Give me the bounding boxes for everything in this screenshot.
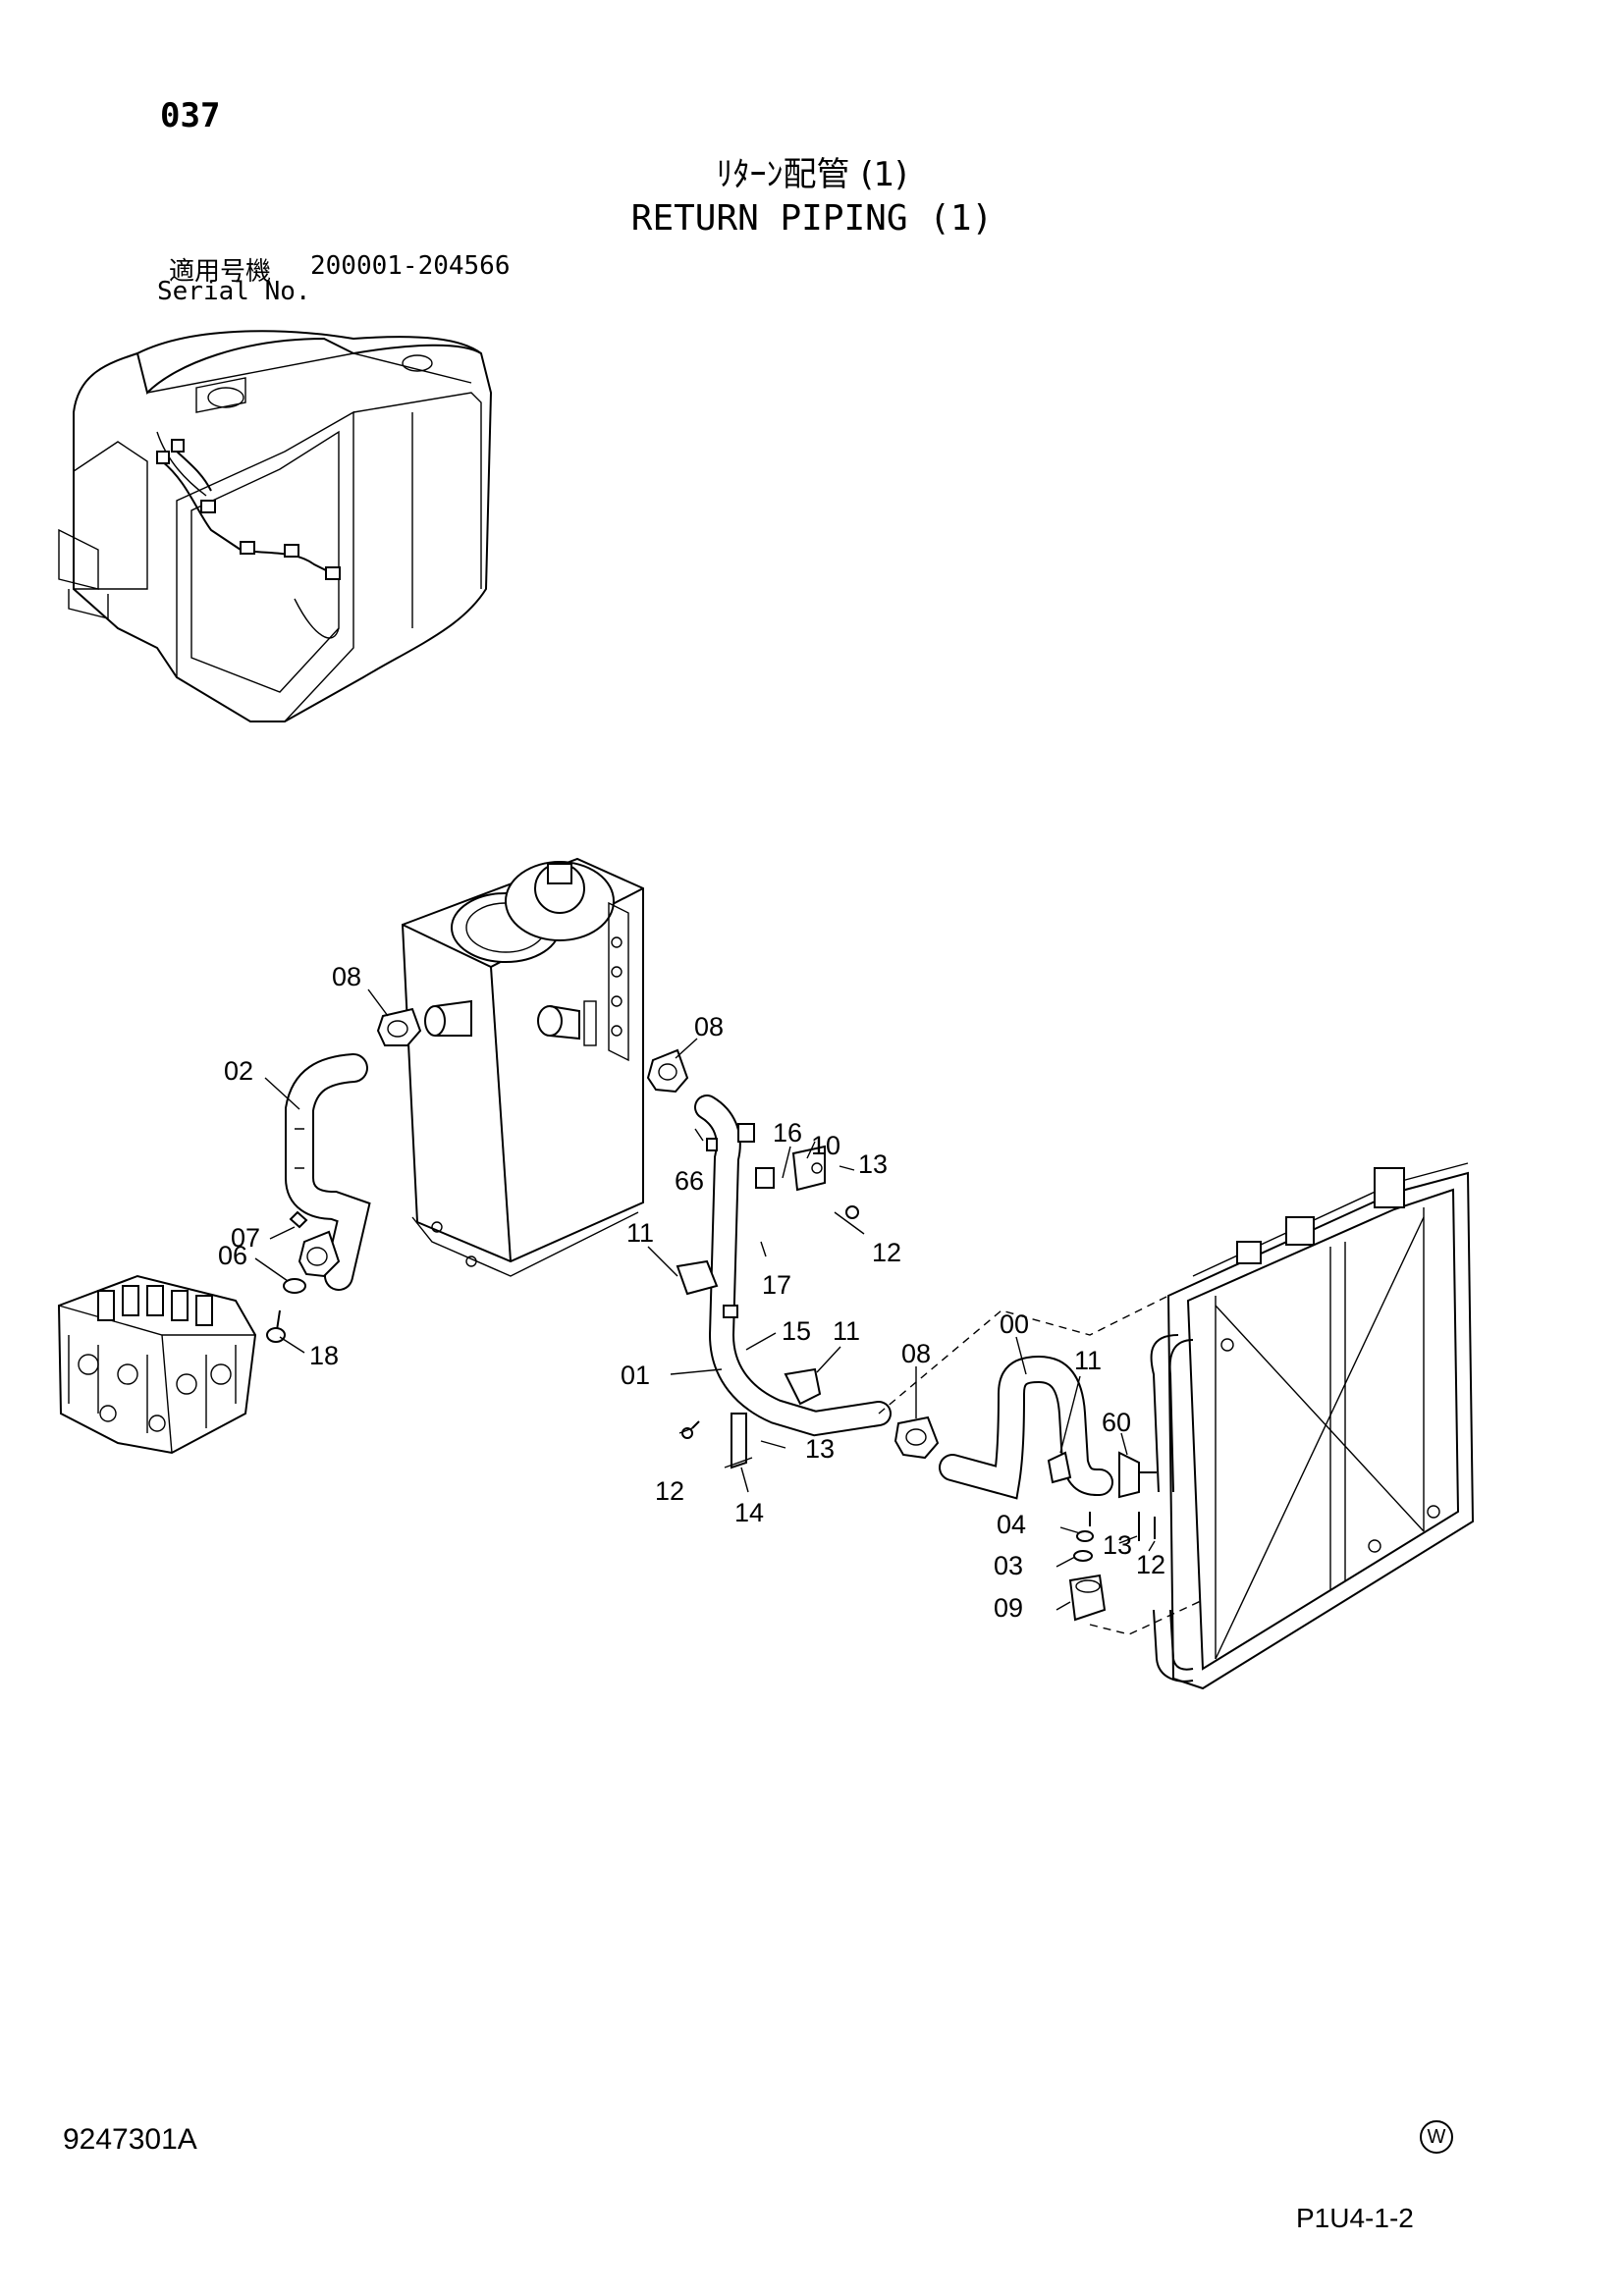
callout-03: 03 xyxy=(994,1551,1023,1580)
callout-00: 00 xyxy=(1000,1309,1029,1339)
return-hose-02 xyxy=(266,1007,422,1343)
title-japanese: ﾘﾀｰﾝ配管 (1) xyxy=(716,155,908,194)
serial-range: 200001-204566 xyxy=(310,251,511,281)
radiator-assembly xyxy=(1150,1162,1475,1690)
callout-02: 02 xyxy=(224,1056,253,1086)
callout-04: 04 xyxy=(997,1510,1026,1539)
control-valve xyxy=(57,1274,257,1455)
callout-08-a: 08 xyxy=(332,962,361,991)
callout-10: 10 xyxy=(811,1131,840,1160)
sheet-reference: P1U4-1-2 xyxy=(1296,2203,1414,2233)
callout-12-b: 12 xyxy=(655,1476,684,1506)
document-number: 9247301A xyxy=(63,2123,197,2156)
callout-13-b: 13 xyxy=(805,1434,835,1464)
callout-66: 66 xyxy=(675,1166,704,1196)
callout-11-b: 11 xyxy=(833,1316,860,1346)
return-pipe-01 xyxy=(646,1048,892,1469)
callout-13-a: 13 xyxy=(858,1149,888,1179)
callout-11-c: 11 xyxy=(1074,1346,1102,1375)
return-hose-00 xyxy=(878,1295,1204,1635)
callout-17: 17 xyxy=(762,1270,791,1300)
page-number: 037 xyxy=(160,96,221,135)
callout-12-a: 12 xyxy=(872,1238,901,1267)
serial-label-english: Serial No. xyxy=(157,277,311,306)
callout-08-c: 08 xyxy=(901,1339,931,1368)
callout-60: 60 xyxy=(1102,1408,1131,1437)
w-mark-icon: W xyxy=(1420,2120,1453,2154)
title-english: RETURN PIPING (1) xyxy=(630,198,994,239)
serial-label-japanese: 適用号機 xyxy=(169,257,272,287)
machine-overview-illustration xyxy=(58,330,493,722)
callout-09: 09 xyxy=(994,1593,1023,1623)
callout-01: 01 xyxy=(621,1361,650,1390)
callout-06: 06 xyxy=(218,1241,247,1270)
callout-16: 16 xyxy=(773,1118,802,1148)
callout-18: 18 xyxy=(309,1341,339,1370)
callout-11-a: 11 xyxy=(626,1218,654,1248)
callout-12-c: 12 xyxy=(1136,1550,1165,1579)
callout-14: 14 xyxy=(734,1498,764,1527)
callout-labels: 08 02 07 06 18 08 16 10 13 66 12 17 11 1… xyxy=(218,962,1165,1623)
callout-07: 07 xyxy=(231,1223,260,1253)
callout-08-b: 08 xyxy=(694,1012,724,1041)
hydraulic-tank xyxy=(401,857,644,1277)
callout-13-c: 13 xyxy=(1103,1530,1132,1560)
callout-15: 15 xyxy=(782,1316,811,1346)
